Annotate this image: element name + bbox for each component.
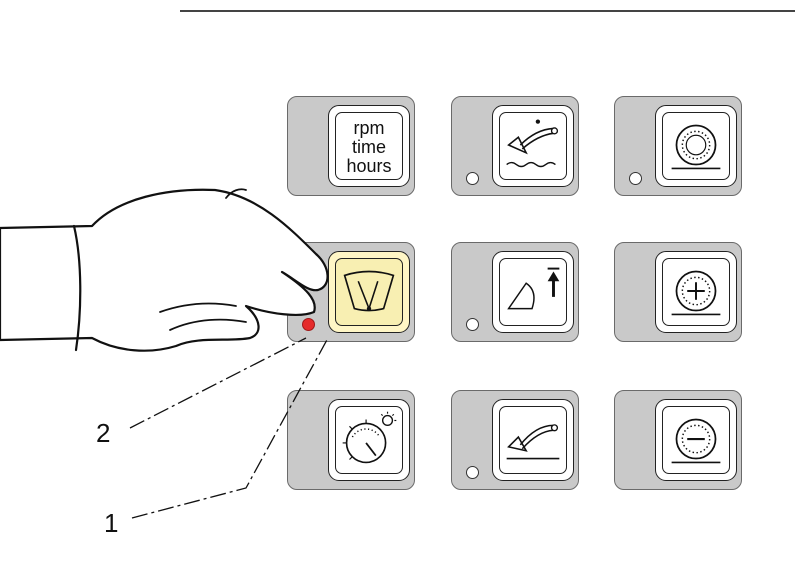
bucket-raise-icon xyxy=(493,252,573,332)
speed-control-key[interactable] xyxy=(655,105,737,187)
gauge-light-button[interactable] xyxy=(287,390,415,490)
gauge-light-key[interactable] xyxy=(328,399,410,481)
gauge-light-icon xyxy=(329,400,409,480)
speed-decrease-key[interactable] xyxy=(655,399,737,481)
boom-float-icon xyxy=(493,106,573,186)
pointing-hand-icon xyxy=(0,189,328,350)
speed-increase-key[interactable] xyxy=(655,251,737,333)
wiper-icon xyxy=(329,252,409,332)
speed-control-button[interactable] xyxy=(614,96,742,196)
wiper-led xyxy=(302,318,315,331)
callout-2: 2 xyxy=(96,418,110,449)
top-rule xyxy=(180,10,795,12)
speed-increase-button[interactable] xyxy=(614,242,742,342)
callout-1: 1 xyxy=(104,508,118,539)
speed-decrease-button[interactable] xyxy=(614,390,742,490)
boom-float-button[interactable] xyxy=(451,96,579,196)
boom-position-key[interactable] xyxy=(492,399,574,481)
display-select-label: rpm time hours xyxy=(329,119,409,176)
bucket-raise-key[interactable] xyxy=(492,251,574,333)
bucket-raise-button[interactable] xyxy=(451,242,579,342)
display-select-button[interactable]: rpm time hours xyxy=(287,96,415,196)
boom-float-led xyxy=(466,172,479,185)
boom-position-icon xyxy=(493,400,573,480)
speed-control-icon xyxy=(656,106,736,186)
display-select-key[interactable]: rpm time hours xyxy=(328,105,410,187)
boom-position-led xyxy=(466,466,479,479)
speed-increase-icon xyxy=(656,252,736,332)
wiper-button[interactable] xyxy=(287,242,415,342)
speed-decrease-icon xyxy=(656,400,736,480)
wiper-key[interactable] xyxy=(328,251,410,333)
speed-control-led xyxy=(629,172,642,185)
boom-float-key[interactable] xyxy=(492,105,574,187)
bucket-raise-led xyxy=(466,318,479,331)
boom-position-button[interactable] xyxy=(451,390,579,490)
